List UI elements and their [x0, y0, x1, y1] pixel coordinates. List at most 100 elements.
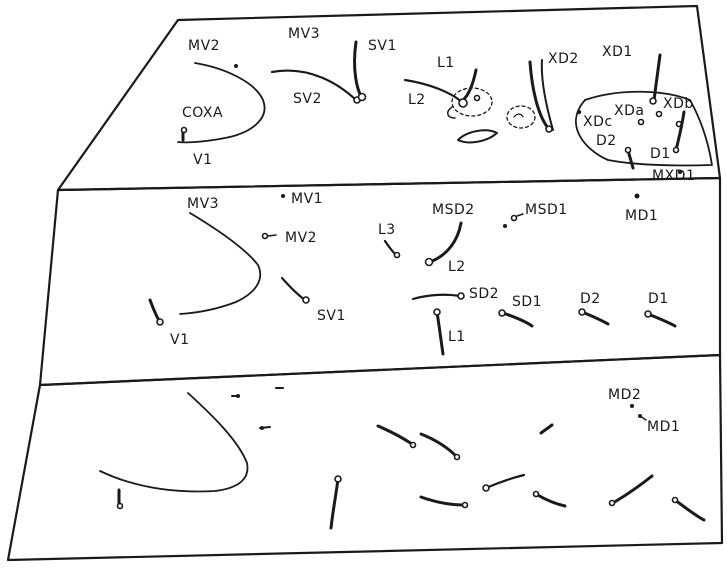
seta-mid-mv2 [268, 235, 276, 236]
label-mid-msd2: MSD2 [432, 202, 475, 218]
socket-mid-v1 [157, 319, 163, 325]
panel-bottom-drawing [100, 388, 704, 528]
seta-sv1 [355, 42, 362, 98]
label-top-xda: XDa [614, 103, 644, 119]
socket-x-extra [577, 110, 581, 114]
seta-bot-dark [541, 425, 552, 433]
socket-mid-sd1 [499, 310, 505, 316]
socket-bot-low-4 [610, 501, 615, 506]
seta-bot-low-1 [421, 497, 464, 505]
label-mid-v1: V1 [170, 332, 189, 348]
bottom-coxa-outline [100, 393, 248, 492]
seta-d1 [676, 112, 684, 150]
seta-bot-low-3 [536, 494, 565, 506]
panel-bottom-frame [8, 355, 722, 560]
label-top-mxd1: MXD1 [652, 168, 695, 184]
label-mid-mv3: MV3 [187, 196, 219, 212]
socket-mid-md1 [635, 194, 640, 199]
label-top-mv2: MV2 [188, 38, 220, 54]
seta-mid-msd1 [517, 214, 523, 216]
socket-bot-a [236, 394, 240, 398]
seta-l1 [463, 70, 476, 100]
seta-bot-low-4 [613, 476, 652, 503]
socket-mid-d1 [645, 311, 651, 317]
label-top-sv1: SV1 [368, 38, 397, 54]
seta-mid-l2 [430, 223, 461, 262]
middle-coxa-outline [180, 213, 260, 314]
seta-mid-d2 [582, 312, 608, 324]
panel-middle-labels: MV3 MV1 MV2 L3 MSD2 MSD1 MD1 L2 SD2 SD1 … [170, 191, 669, 348]
seta-bot-tall [331, 479, 338, 528]
socket-xda [657, 112, 662, 117]
socket-mid-sd2 [458, 293, 464, 299]
label-mid-l1: L1 [448, 329, 466, 345]
socket-mid-msd1 [512, 216, 517, 221]
socket-v1 [182, 128, 187, 133]
socket-xdc [639, 120, 644, 125]
label-mid-l2: L2 [448, 259, 466, 275]
label-mid-sv1: SV1 [317, 308, 346, 324]
socket-mid-l1 [434, 309, 440, 315]
label-top-d1: D1 [650, 146, 671, 162]
socket-mid-mv1 [281, 194, 285, 198]
label-top-xd1: XD1 [602, 44, 633, 60]
socket-bot-c [260, 426, 264, 430]
label-mid-d1: D1 [648, 291, 669, 307]
l-dashed-outline [452, 88, 492, 116]
socket-sv1 [359, 94, 366, 101]
dashed-ellipse-mark [514, 114, 523, 117]
socket-mv2 [234, 64, 238, 68]
panel-top-labels: MV2 MV3 SV1 L1 XD2 XD1 COXA SV2 L2 XDa X… [182, 26, 695, 184]
dashed-ellipse [507, 106, 535, 128]
label-mid-d2: D2 [580, 291, 601, 307]
panel-bottom-labels: MD2 MD1 [608, 387, 680, 435]
socket-mid-d2 [579, 309, 585, 315]
label-bot-md2: MD2 [608, 387, 641, 403]
label-top-v1: V1 [193, 152, 212, 168]
socket-bot-md2 [630, 404, 634, 408]
socket-xd1 [650, 98, 656, 104]
seta-bot-pair-1 [378, 426, 412, 444]
label-mid-mv1: MV1 [291, 191, 323, 207]
seta-bot-pair-2 [421, 434, 456, 456]
socket-bot-left [118, 504, 123, 509]
seta-mid-sd2 [413, 295, 460, 299]
socket-d1 [674, 148, 679, 153]
lens-shape [458, 130, 497, 142]
socket-bot-low-1 [463, 503, 468, 508]
label-mid-l3: L3 [378, 222, 396, 238]
label-top-coxa: COXA [182, 105, 223, 121]
label-mid-mv2: MV2 [285, 230, 317, 246]
socket-bot-tall [335, 476, 341, 482]
seta-l-hook [448, 107, 455, 118]
socket-mid-l3 [395, 253, 400, 258]
socket-xd2 [546, 126, 552, 132]
socket-d2 [626, 148, 631, 153]
label-top-mv3: MV3 [288, 26, 320, 42]
label-top-xdb: XDb [663, 96, 694, 112]
seta-bot-low-2 [486, 475, 524, 488]
socket-l-b [475, 96, 480, 101]
coxa-outline [178, 63, 265, 142]
seta-mid-sv1 [282, 278, 305, 300]
label-mid-sd2: SD2 [469, 286, 499, 302]
label-top-sv2: SV2 [293, 91, 322, 107]
socket-bot-low-5 [673, 498, 678, 503]
seta-mid-l3 [385, 241, 396, 255]
seta-mid-d1 [648, 314, 675, 326]
panel-middle-drawing [150, 194, 675, 355]
label-top-d2: D2 [596, 133, 617, 149]
label-bot-md1: MD1 [647, 419, 680, 435]
seta-mid-l1 [437, 312, 443, 354]
socket-bot-pair-2 [455, 455, 460, 460]
label-top-xd2: XD2 [548, 51, 579, 67]
socket-l [459, 99, 467, 107]
socket-bot-pair-1 [411, 443, 416, 448]
socket-mid-sv1 [303, 297, 309, 303]
socket-bot-md1 [638, 414, 642, 418]
label-mid-sd1: SD1 [512, 294, 542, 310]
socket-mid-mv2 [263, 234, 268, 239]
socket-bot-low-2 [483, 485, 489, 491]
panel-middle-frame [40, 178, 720, 385]
